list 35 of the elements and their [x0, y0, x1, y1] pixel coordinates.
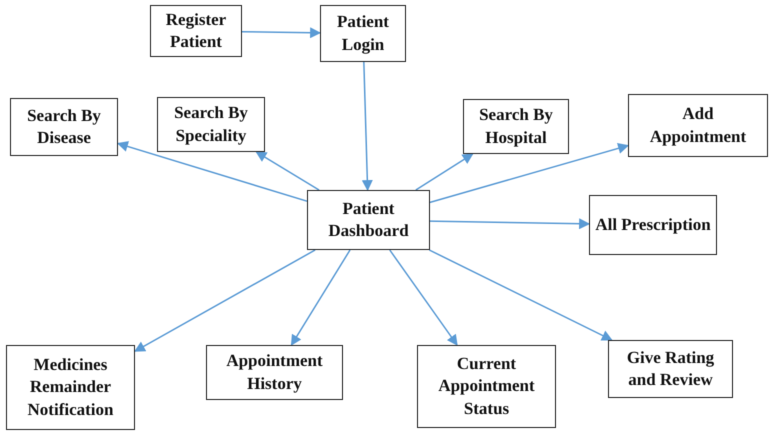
arrow — [290, 250, 351, 346]
process-box — [307, 190, 430, 250]
box-label: Medicines Remainder Notification — [26, 354, 114, 421]
process-box — [206, 345, 343, 400]
box-label: Patient Dashboard — [327, 198, 410, 242]
process-box — [628, 94, 768, 157]
box-label: Current Appointment Status — [437, 353, 536, 420]
arrow — [430, 218, 590, 230]
arrow — [389, 250, 458, 346]
arrow — [362, 62, 373, 192]
box-label: Search By Hospital — [478, 104, 554, 149]
process-box — [157, 97, 265, 152]
process-box — [463, 99, 569, 154]
process-box — [10, 98, 118, 156]
process-box — [417, 345, 556, 428]
box-label: Register Patient — [164, 8, 228, 53]
process-box — [6, 345, 135, 430]
process-box — [608, 340, 733, 398]
arrow — [255, 151, 320, 191]
box-label: Appointment History — [225, 350, 324, 395]
process-box — [150, 5, 242, 57]
arrow — [242, 27, 322, 38]
box-label: Give Rating and Review — [626, 346, 716, 391]
box-label: Add Appointment — [648, 103, 748, 148]
box-label: Patient Login — [336, 11, 390, 56]
arrow — [134, 249, 316, 352]
process-box — [589, 195, 717, 255]
arrow — [415, 153, 474, 191]
box-label: Search By Speciality — [173, 102, 249, 147]
box-label: Search By Disease — [26, 104, 102, 149]
process-box — [320, 5, 406, 62]
box-label: All Prescription — [595, 214, 711, 236]
arrow — [116, 141, 308, 202]
arrow — [428, 249, 613, 341]
arrow — [430, 143, 630, 204]
